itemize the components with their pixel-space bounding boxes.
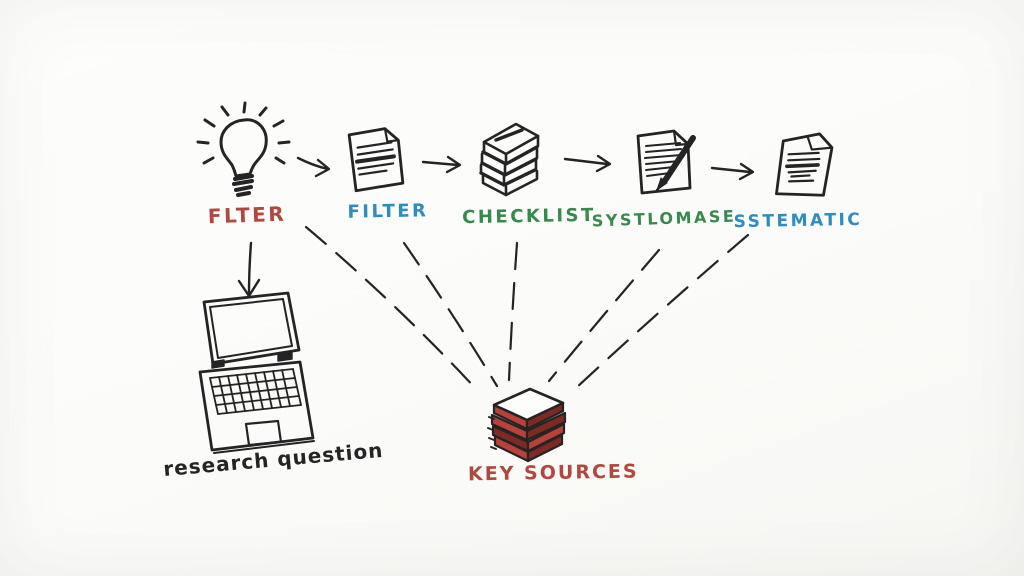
- tilted-document-icon: [775, 132, 834, 197]
- right-arrow-icon: [296, 156, 331, 178]
- dashed-line: [547, 248, 661, 383]
- dashed-line: [304, 225, 480, 393]
- document-icon: [347, 127, 405, 193]
- right-arrow-icon: [563, 154, 612, 173]
- lightbulb-icon: [196, 101, 291, 197]
- laptop-icon: [198, 291, 315, 454]
- key-sources-label: KEY SOURCES: [467, 460, 639, 486]
- dashed-line: [574, 233, 750, 390]
- pipeline-label-filter: FILTER: [347, 200, 429, 223]
- down-arrow-icon: [237, 241, 261, 298]
- right-arrow-icon: [710, 162, 755, 181]
- red-books-stack-icon: [487, 387, 567, 463]
- book-stack-icon: [479, 122, 540, 197]
- dashed-line: [507, 241, 519, 382]
- pipeline-label-sstematic: SSTEMATIC: [733, 209, 863, 233]
- document-pen-icon: [636, 129, 696, 195]
- dashed-line: [402, 241, 499, 388]
- right-arrow-icon: [421, 155, 462, 174]
